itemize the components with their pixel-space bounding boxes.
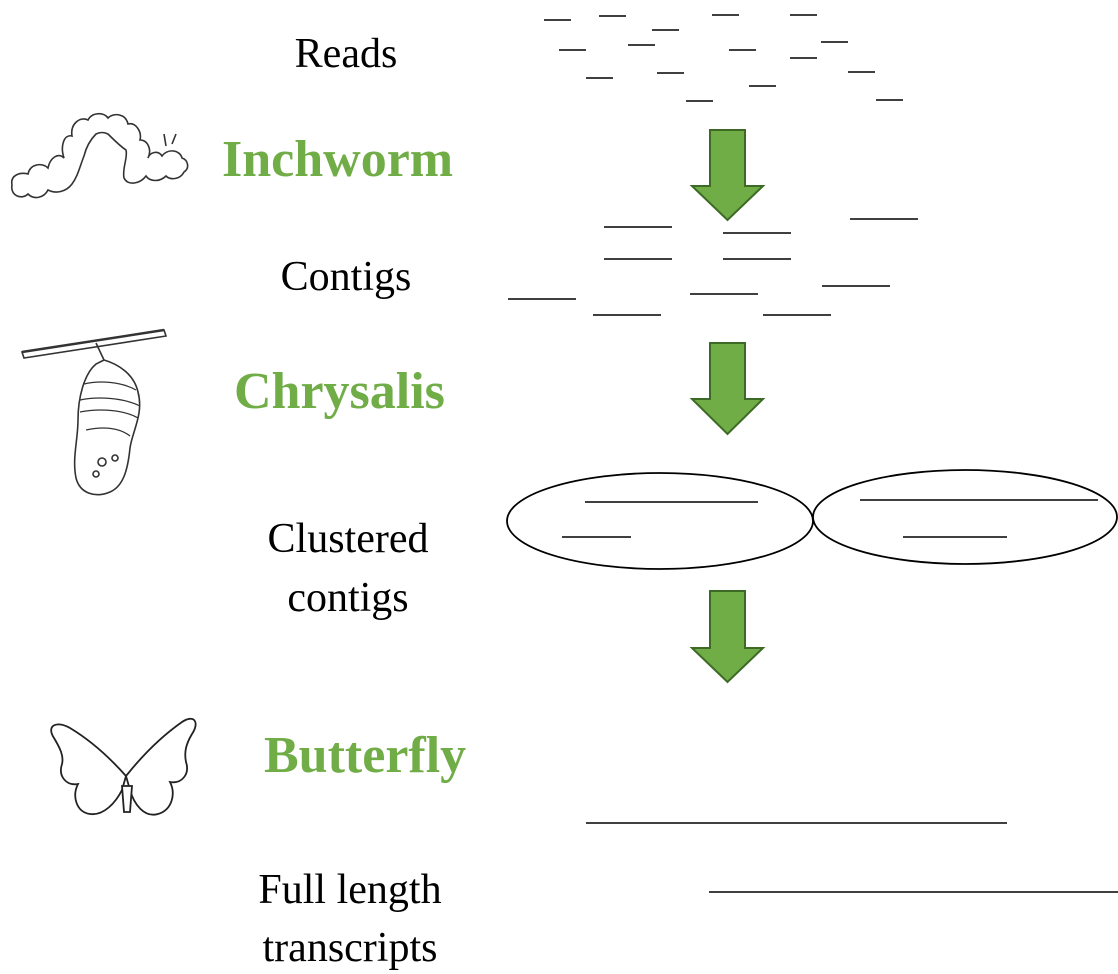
contig-cluster	[813, 470, 1117, 564]
clustered-contigs-label-line2: contigs	[218, 574, 478, 623]
butterfly-icon	[51, 719, 195, 815]
reads-label: Reads	[246, 30, 446, 79]
reads-segments	[544, 15, 903, 101]
down-arrow-icon	[692, 130, 763, 220]
inchworm-icon	[12, 114, 188, 198]
chrysalis-icon	[22, 330, 166, 495]
clustered-contigs-label-line1: Clustered	[218, 515, 478, 564]
stage-butterfly: Butterfly	[264, 726, 466, 786]
contig-segments	[508, 219, 918, 315]
stage-chrysalis: Chrysalis	[234, 362, 445, 422]
down-arrow-icon	[692, 343, 763, 434]
contigs-label: Contigs	[236, 253, 456, 302]
stage-inchworm: Inchworm	[222, 130, 453, 190]
full-length-label-line1: Full length	[220, 866, 480, 915]
down-arrow-icon	[692, 591, 763, 682]
contig-cluster	[507, 473, 813, 569]
full-length-label-line2: transcripts	[220, 924, 480, 973]
transcript-lines	[586, 823, 1118, 892]
